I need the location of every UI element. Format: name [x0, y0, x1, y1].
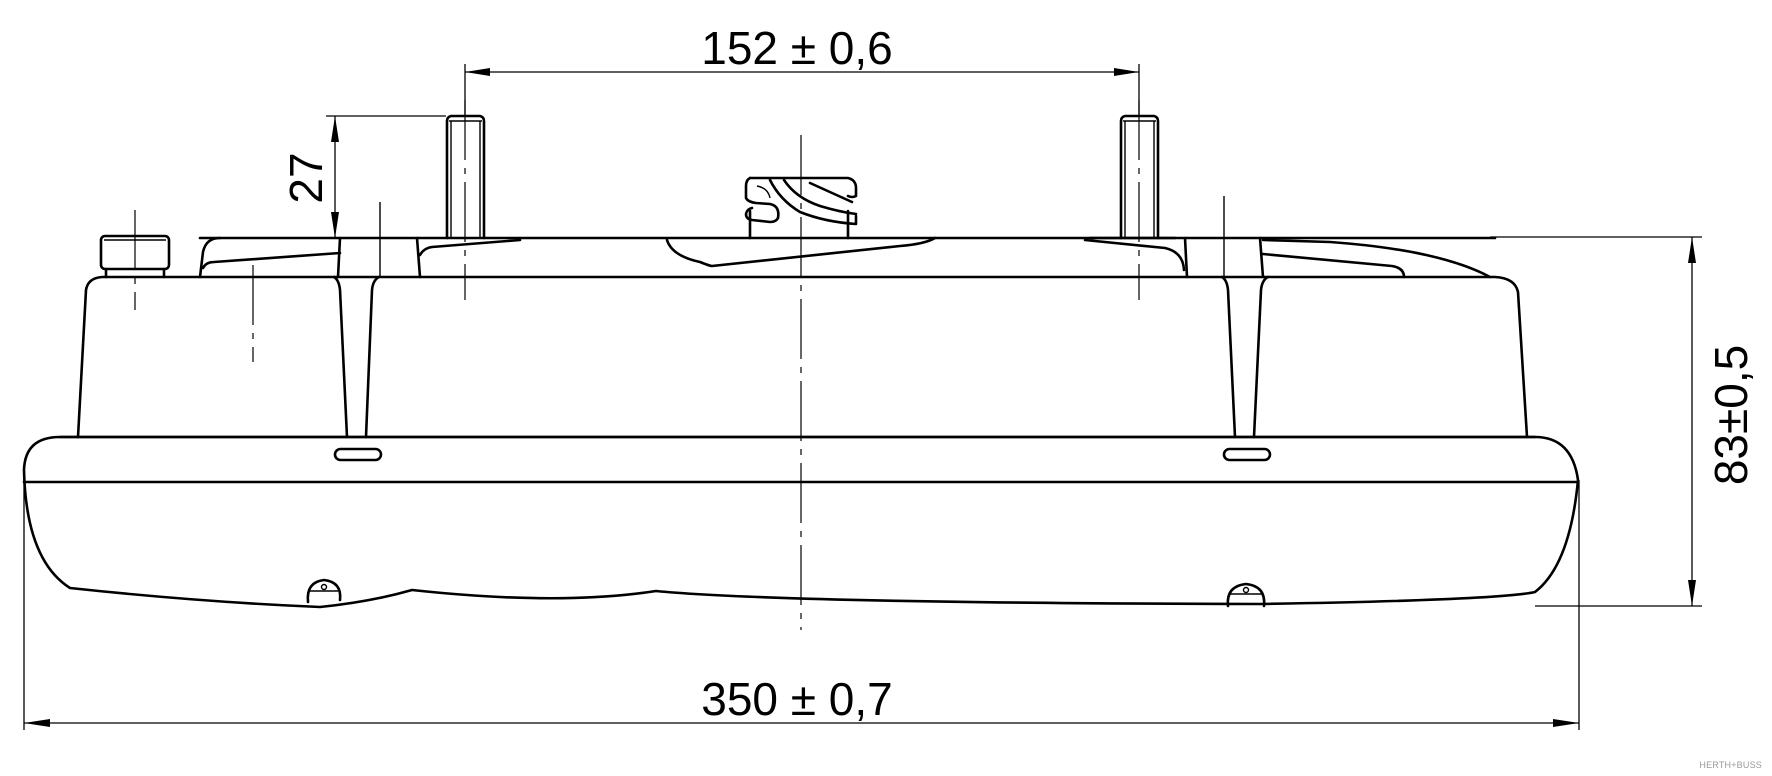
top-plate	[99, 234, 1497, 279]
dimension-label-stud-height: 27	[280, 152, 332, 203]
dimension-label-stud-spacing: 152 ± 0,6	[701, 22, 893, 74]
center-lines	[134, 100, 1225, 630]
dimension-overall-height	[1490, 236, 1702, 607]
brand-watermark: HERTH+BUSS	[1699, 760, 1762, 770]
dimension-stud-height	[326, 115, 446, 238]
connector	[744, 176, 858, 240]
dimension-label-overall-width: 350 ± 0,7	[701, 673, 893, 725]
dimension-label-overall-height: 83±0,5	[1705, 345, 1757, 485]
dimension-stud-spacing	[464, 64, 1140, 116]
housing	[58, 275, 1537, 439]
dimension-overall-width	[23, 480, 1580, 730]
stud-right	[1119, 114, 1160, 240]
